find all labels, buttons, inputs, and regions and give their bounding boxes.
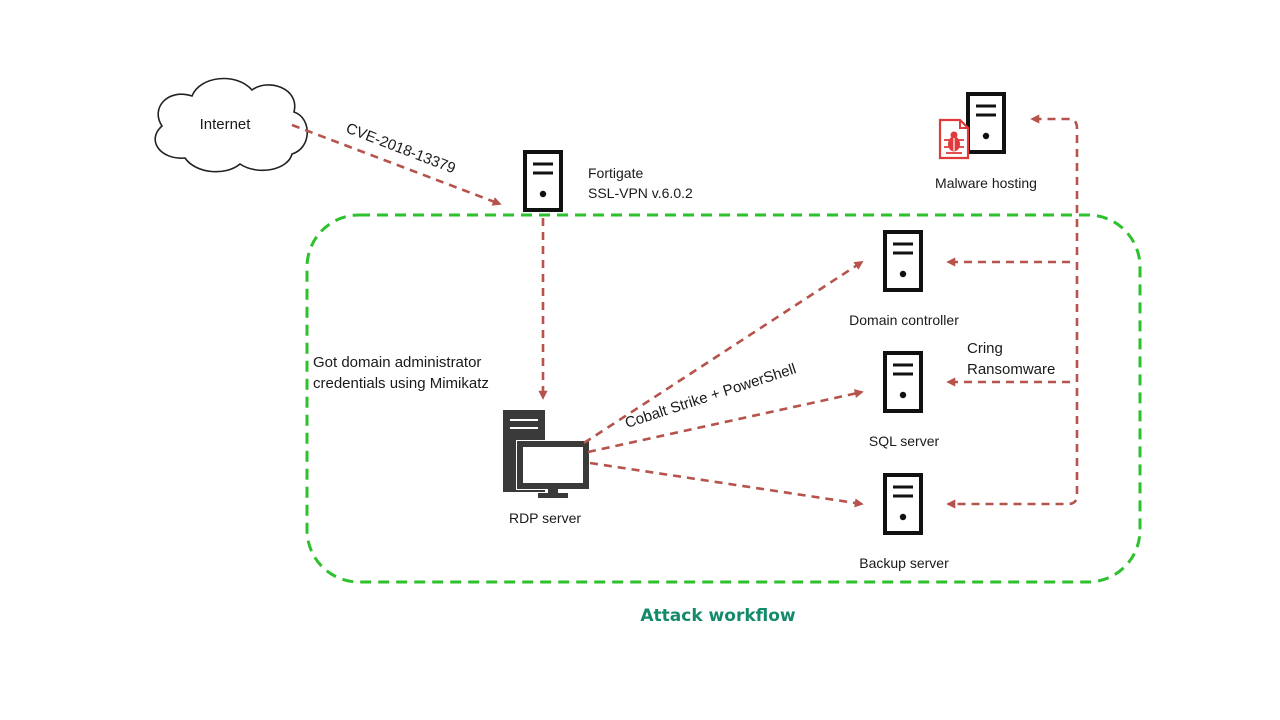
- arrow-to-backup-server: [946, 262, 1079, 509]
- mimikatz-label-line2: credentials using Mimikatz: [313, 375, 489, 392]
- arrow-rdp-to-sql-server: [587, 389, 864, 454]
- cring-label-line1: Cring: [967, 340, 1003, 357]
- fortigate-server-icon: [523, 150, 563, 212]
- fortigate-label-line1: Fortigate: [588, 165, 643, 181]
- sql-server-icon: [883, 351, 923, 413]
- malware-hosting-label: Malware hosting: [935, 175, 1037, 191]
- diagram-caption: Attack workflow: [640, 606, 796, 626]
- arrow-internet-to-fortigate: [291, 123, 502, 206]
- internet-label: Internet: [200, 116, 252, 133]
- cobalt-strike-label: Cobalt Strike + PowerShell: [623, 360, 798, 431]
- cve-label: CVE-2018-13379: [344, 120, 458, 177]
- backup-server-icon: [883, 473, 923, 535]
- rdp-server-label: RDP server: [509, 510, 581, 526]
- network-boundary: [305, 213, 1142, 584]
- mimikatz-label-line1: Got domain administrator: [313, 354, 481, 371]
- fortigate-label-line2: SSL-VPN v.6.0.2: [588, 185, 693, 201]
- sql-server-label: SQL server: [869, 433, 940, 449]
- domain-controller-server-icon: [883, 230, 923, 292]
- arrow-to-malware-hosting: [1030, 114, 1079, 255]
- cring-label-line2: Ransomware: [967, 361, 1055, 378]
- malware-hosting-server-icon: [966, 92, 1006, 154]
- internet-cloud-icon: [154, 77, 308, 173]
- arrow-rdp-to-backup-server: [589, 461, 864, 508]
- backup-server-label: Backup server: [859, 555, 949, 571]
- rdp-server-icon: [503, 410, 590, 498]
- malware-bug-icon: [938, 118, 970, 160]
- domain-controller-label: Domain controller: [849, 312, 959, 328]
